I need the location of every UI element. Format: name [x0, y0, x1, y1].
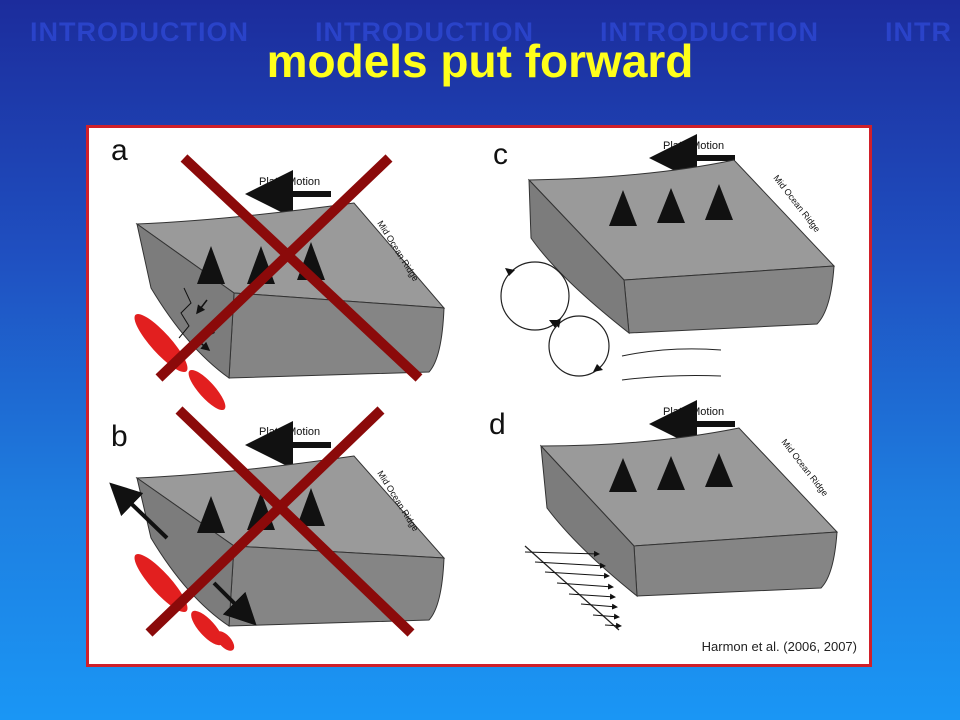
plate-motion-label-d: Plate Motion	[663, 406, 724, 418]
melt-ellipse	[191, 610, 223, 646]
cross-out-line	[145, 406, 385, 637]
panel-letter-a: a	[111, 134, 128, 167]
band-item: INTRODUCTION	[30, 17, 249, 47]
plate-motion-label-b: Plate Motion	[259, 426, 320, 438]
convection-cell	[548, 315, 610, 377]
shear-arrow	[580, 603, 618, 610]
panel-letter-d: d	[489, 408, 506, 441]
panel-letter-b: b	[111, 420, 128, 453]
melt-ellipse	[134, 553, 188, 613]
plate-motion-label-a: Plate Motion	[259, 176, 320, 188]
volcano-icon	[197, 496, 225, 533]
volcano-icon	[609, 458, 637, 492]
slide-title: models put forward	[266, 35, 694, 87]
figure-illustration: a Plate Motion Mid Ocean Ridge b Plate M…	[109, 134, 839, 651]
volcano-icon	[705, 184, 733, 220]
diagram-b: b Plate Motion Mid Ocean Ridge	[109, 406, 446, 651]
plate-motion-label-c: Plate Motion	[663, 140, 724, 152]
diagram-d: d Plate Motion Mid Ocean Ridge	[489, 400, 839, 631]
block-front-d	[633, 531, 838, 597]
block-side-c	[528, 178, 630, 335]
background-title-band: INTRODUCTION INTRODUCTION INTRODUCTION INTR	[0, 14, 960, 50]
shear-arrow	[556, 582, 614, 590]
shear-arrow	[568, 593, 616, 600]
block-top-d	[539, 427, 839, 547]
panel-letter-c: c	[493, 138, 508, 171]
figure-panel: a Plate Motion Mid Ocean Ridge b Plate M…	[86, 125, 872, 667]
band-item: INTRODUCTION	[599, 17, 819, 47]
melt-ellipse	[188, 369, 226, 411]
block-front-c	[623, 265, 835, 334]
volcano-icon	[657, 456, 685, 490]
cross-out-line	[155, 154, 393, 382]
melt-ellipse	[215, 631, 235, 651]
volcano-icon	[197, 246, 225, 284]
spreading-arrow	[109, 482, 169, 540]
band-item: INTRODUCTION	[314, 17, 534, 47]
shear-arrow	[534, 561, 606, 569]
block-top-b	[135, 455, 446, 559]
shear-arrow	[592, 613, 620, 620]
volcano-icon	[657, 188, 685, 223]
block-front-b	[228, 545, 445, 627]
fracture-line-a	[178, 287, 192, 339]
shear-arrow	[604, 622, 622, 629]
convection-cell	[500, 261, 570, 331]
volcano-icon	[297, 488, 325, 526]
cross-out-line	[175, 406, 415, 637]
figure-credit: Harmon et al. (2006, 2007)	[701, 639, 857, 654]
band-item: INTR	[884, 17, 952, 47]
volcano-icon	[609, 190, 637, 226]
volcano-icon	[705, 453, 733, 487]
cross-out-line	[180, 154, 423, 382]
shear-arrow	[544, 571, 610, 579]
diagram-c: c Plate Motion Mid Ocean Ridge	[493, 134, 836, 381]
shear-arrow	[524, 550, 600, 557]
diagram-a: a Plate Motion Mid Ocean Ridge	[111, 134, 446, 411]
spreading-arrow	[212, 581, 257, 626]
